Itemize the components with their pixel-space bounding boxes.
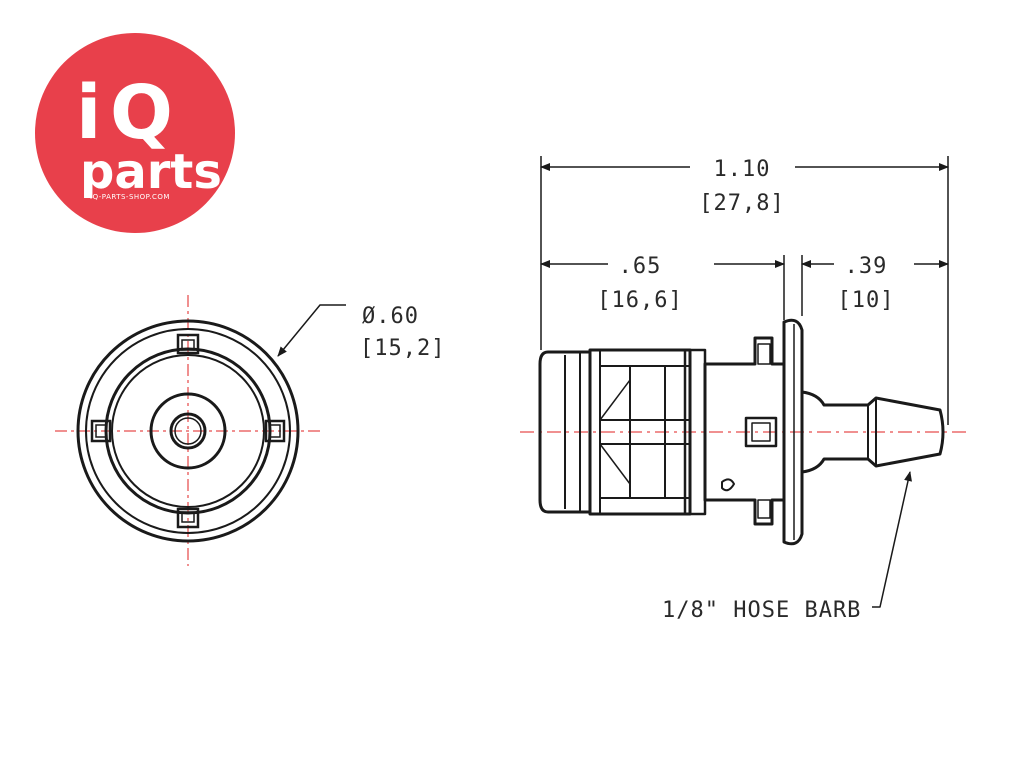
latch-body bbox=[588, 348, 692, 516]
logo-letter-q: Q bbox=[110, 70, 173, 156]
outer-flange-ring bbox=[76, 319, 300, 543]
seal-section bbox=[538, 350, 592, 514]
front-tab-top bbox=[176, 333, 200, 355]
front-tab-left bbox=[90, 419, 112, 443]
logo-letter-i: i bbox=[76, 70, 101, 156]
logo-word-parts: parts bbox=[80, 144, 222, 200]
iq-parts-logo: i Q parts IQ-PARTS-SHOP.COM bbox=[35, 33, 235, 233]
overall-length-label: 1.10 bbox=[714, 157, 771, 182]
barb-length-mm-label: [10] bbox=[838, 288, 895, 313]
hose-barb-leader bbox=[872, 471, 912, 608]
logo-site-url: IQ-PARTS-SHOP.COM bbox=[90, 193, 170, 201]
overall-length-mm-label: [27,8] bbox=[699, 191, 784, 216]
side-view bbox=[520, 156, 970, 608]
diameter-mm-label: [15,2] bbox=[360, 336, 445, 361]
front-tab-right bbox=[264, 419, 286, 443]
hose-barb-label: 1/8" HOSE BARB bbox=[662, 598, 861, 623]
front-view bbox=[55, 295, 346, 566]
body-length-label: .65 bbox=[619, 254, 662, 279]
diameter-leader bbox=[277, 304, 346, 357]
bore-inner-ring bbox=[169, 412, 207, 450]
front-tab-bottom bbox=[176, 507, 200, 529]
side-tab bbox=[744, 416, 778, 448]
hose-barb bbox=[800, 390, 945, 474]
barb-length-label: .39 bbox=[845, 254, 888, 279]
body-length-mm-label: [16,6] bbox=[597, 288, 682, 313]
diameter-label: Ø.60 bbox=[362, 304, 419, 329]
neck-body bbox=[703, 336, 786, 526]
flange bbox=[782, 318, 804, 546]
bore-outer-ring bbox=[149, 392, 227, 470]
